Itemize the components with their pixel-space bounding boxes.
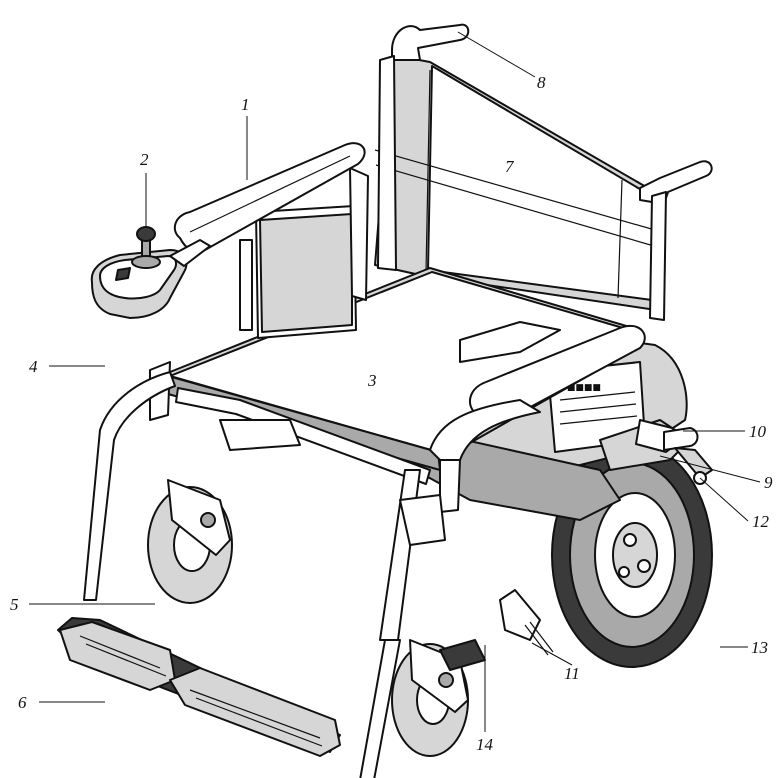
joystick-controller [90,226,211,319]
right-armrest [429,325,646,513]
leader-lines [29,31,761,732]
left-caster [147,479,233,604]
label-push-handle: 8 [537,73,546,92]
backrest [374,54,661,311]
label-11: 11 [564,664,580,683]
label-seat: 3 [367,371,377,390]
label-armrest: 1 [241,95,250,114]
label-12: 12 [752,512,770,531]
push-handles [377,23,713,321]
label-footrest: 6 [18,693,27,712]
label-14: 14 [476,735,494,754]
callout-labels: 1 2 3 4 5 6 7 8 9 10 11 12 13 14 [10,73,773,754]
label-9: 9 [764,473,773,492]
brake-assembly [635,419,713,485]
left-armrest [173,142,369,339]
footrest [57,617,341,757]
label-backrest: 7 [505,157,515,176]
label-caster: 5 [10,595,19,614]
label-frame: 4 [29,357,38,376]
brand-plate: ▶■■■■ [560,383,601,393]
label-joystick: 2 [140,150,149,169]
label-drive-wheel: 13 [751,638,768,657]
label-brake-lever: 10 [749,422,767,441]
anti-tip-and-parts [399,494,554,671]
